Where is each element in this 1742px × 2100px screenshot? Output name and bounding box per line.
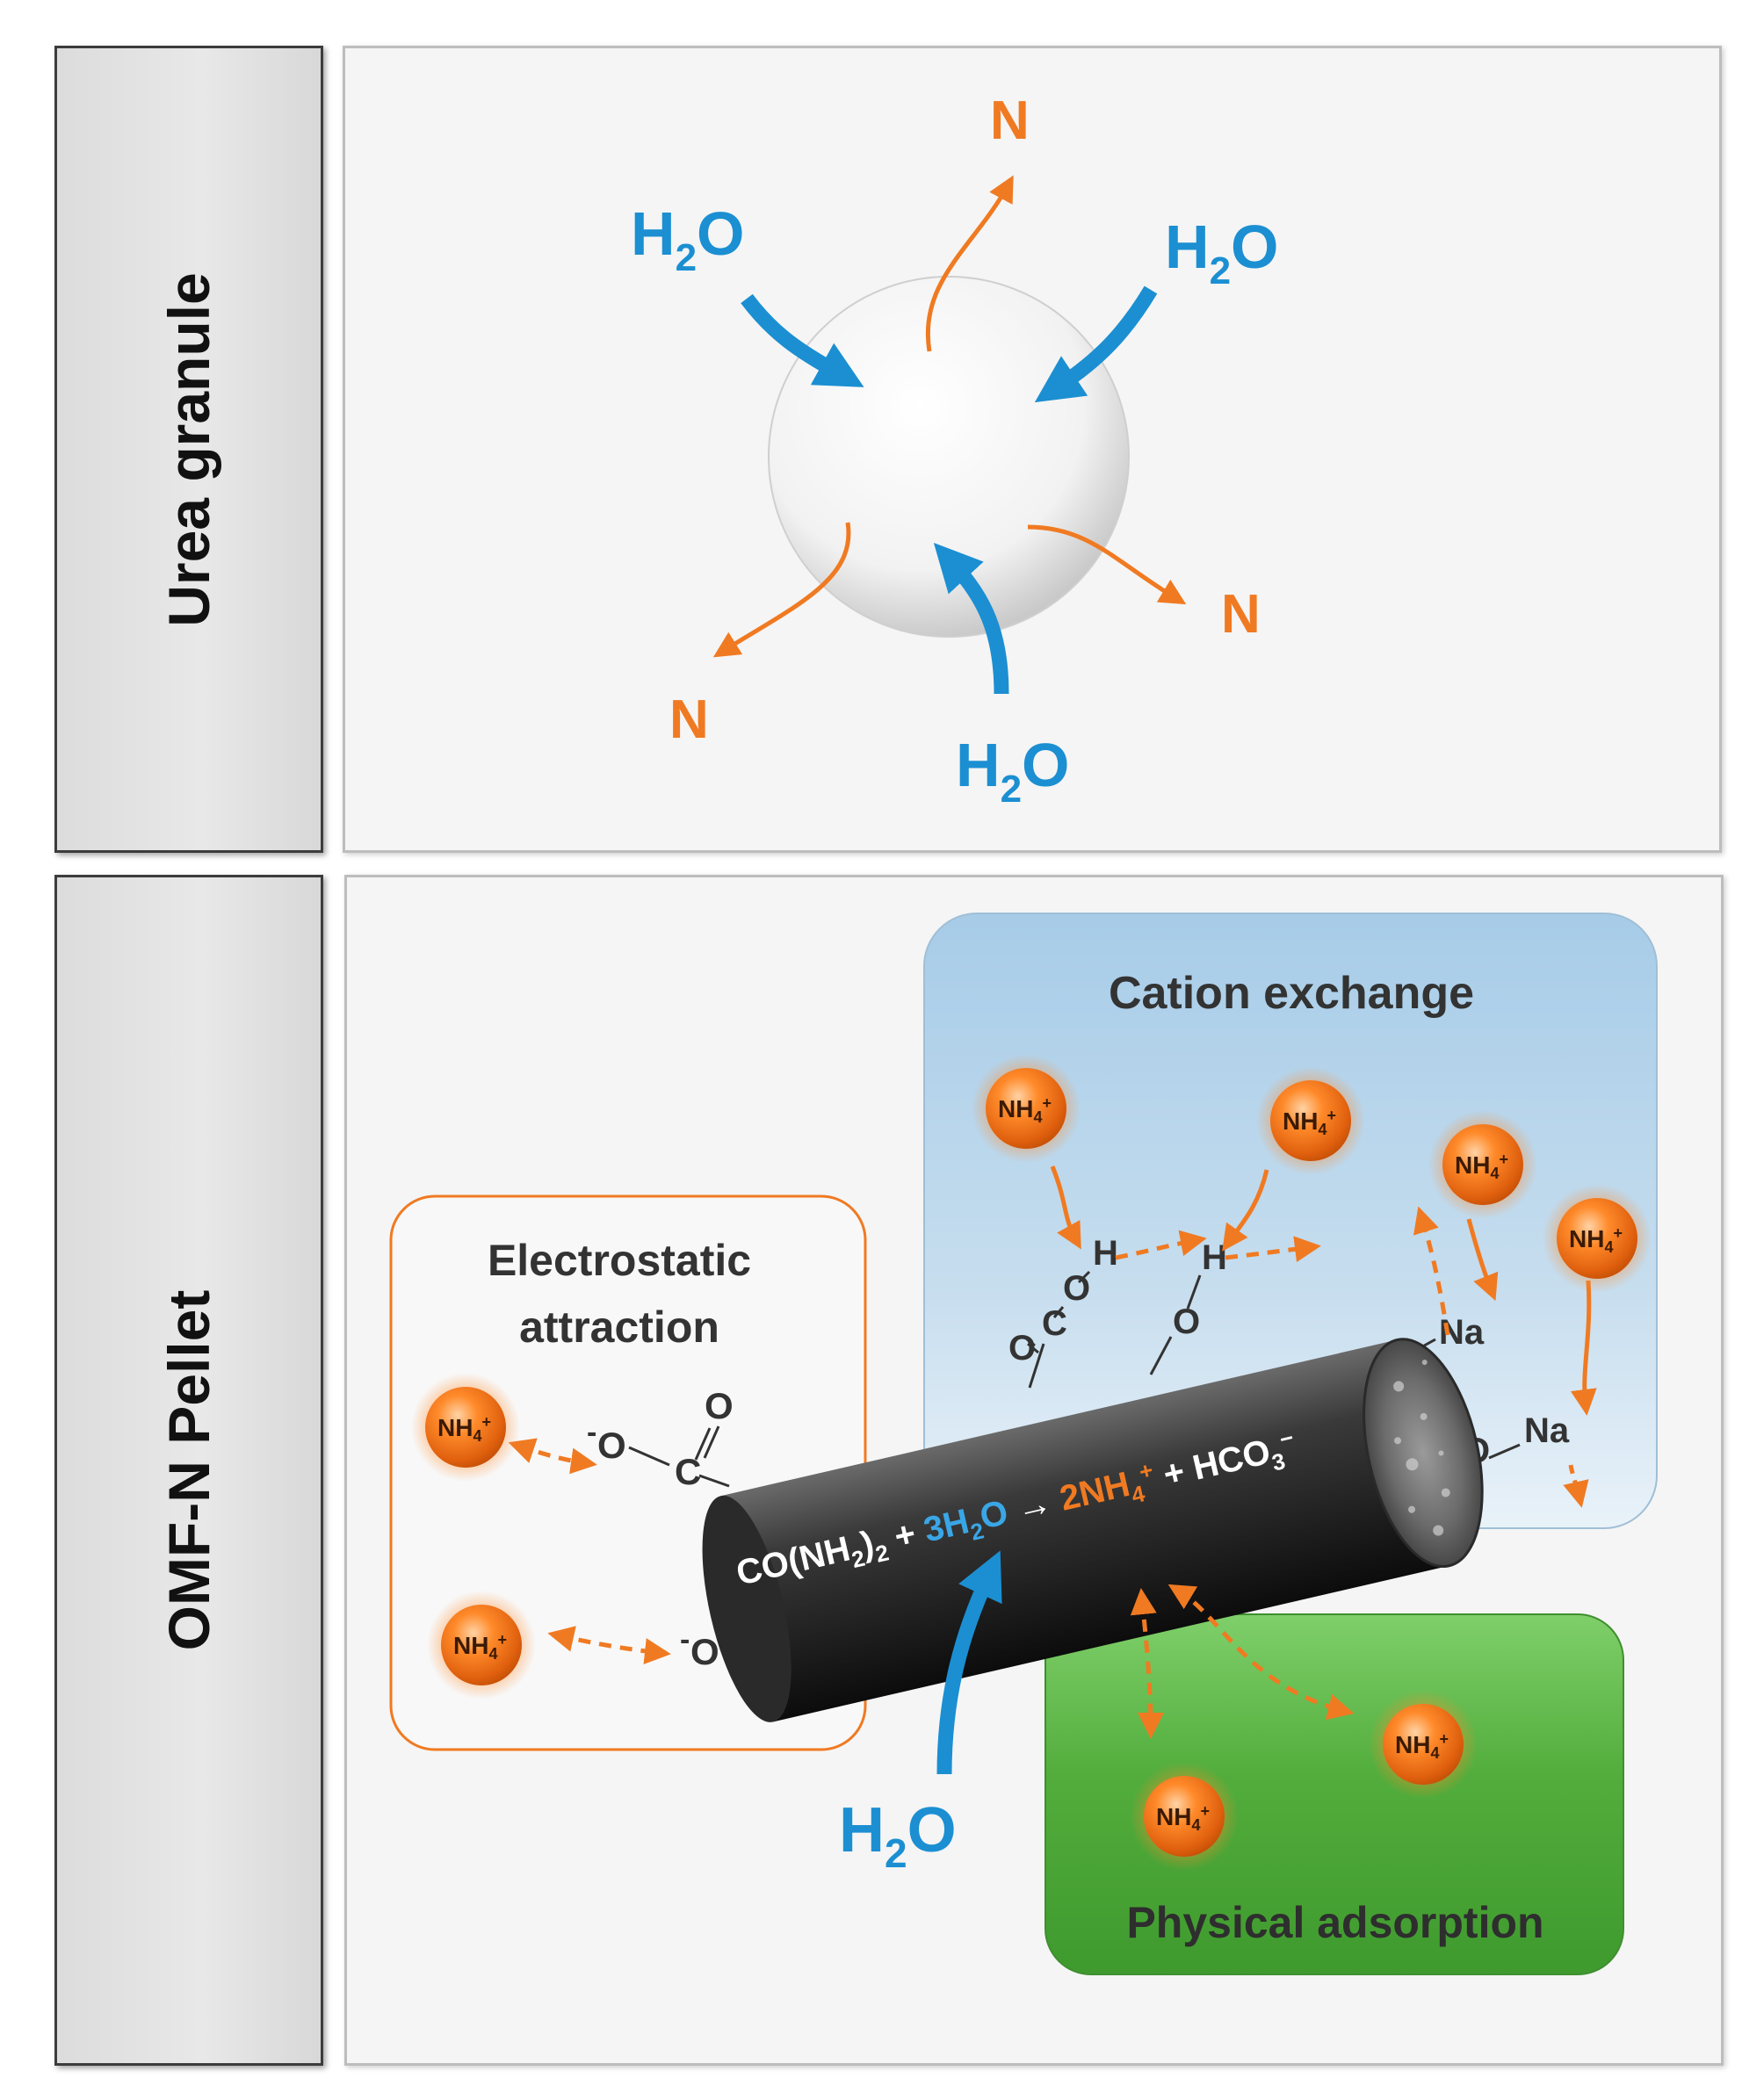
water-ingress-arrow — [933, 542, 1009, 695]
ammonium-ion-sphere — [1270, 1080, 1351, 1161]
physical-adsorption-arrow — [1130, 1588, 1164, 1739]
ammonium-ion-sphere — [1383, 1704, 1464, 1785]
nitrogen-label: N — [990, 90, 1030, 151]
phenol-hydrogen: H — [1202, 1238, 1227, 1277]
ammonium-ion: NH4+ — [1256, 1066, 1365, 1175]
water-label: H2O — [956, 731, 1070, 811]
electrostatic-title-line2: attraction — [519, 1303, 719, 1352]
physical-adsorption-title: Physical adsorption — [1126, 1898, 1543, 1947]
water-label: H2O — [631, 199, 745, 279]
nitrogen-label: N — [669, 689, 709, 750]
ammonium-ion-label: NH4+ — [998, 1094, 1052, 1126]
electrostatic-title-line1: Electrostatic — [488, 1236, 751, 1285]
ammonium-ion-label: NH4+ — [453, 1631, 507, 1663]
ammonium-ion-label: NH4+ — [1569, 1224, 1623, 1256]
negative-charge: - — [680, 1623, 690, 1656]
physical-adsorption-arrow — [1167, 1584, 1355, 1721]
nitrogen-release-arrow — [1027, 524, 1187, 605]
row-label-urea-granule: Urea granule — [54, 46, 323, 853]
phenolate-oxygen: O — [690, 1631, 719, 1672]
ammonium-ion: NH4+ — [1543, 1184, 1652, 1293]
phenol-oxygen: O — [1173, 1303, 1200, 1341]
cylinder-porous-end — [1363, 1338, 1484, 1569]
row-label-omf-n-pellet: OMF-N Pellet — [54, 875, 323, 2066]
electrostatic-groups: O - C O O - — [587, 1385, 744, 1672]
ammonium-ion: NH4+ — [1428, 1110, 1537, 1219]
urea-granule-scene: H2O H2O H2O N N N — [631, 90, 1279, 811]
nitrogen-release-arrow — [925, 175, 1014, 352]
carboxyl-carbon: C — [1042, 1304, 1067, 1343]
ammonium-ion-sphere — [1144, 1776, 1225, 1857]
omf-n-pellet-scene: Cation exchange Physical adsorption Elec… — [389, 913, 1658, 1975]
ammonium-ion: NH4+ — [1130, 1762, 1239, 1871]
negative-charge: - — [587, 1416, 596, 1449]
ammonium-ion-sphere — [1442, 1124, 1523, 1205]
ion-path-arrow — [1225, 1236, 1321, 1263]
carboxylate-double-oxygen: O — [705, 1385, 734, 1426]
ion-path-arrow — [1115, 1230, 1207, 1260]
nitrogen-label: N — [1221, 584, 1261, 645]
ion-path-arrow — [1222, 1169, 1269, 1252]
ammonium-ion-label: NH4+ — [1283, 1107, 1336, 1138]
water-ingress-arrow — [1034, 285, 1158, 403]
electrostatic-attraction-arrow — [547, 1626, 671, 1664]
ion-path-arrow — [1563, 1464, 1589, 1508]
nitrogen-release-arrow — [712, 522, 851, 658]
water-ingress-arrow — [936, 1550, 1002, 1775]
ammonium-ion-sphere — [425, 1387, 506, 1468]
biochar-cylinder — [702, 1338, 1484, 1722]
ammonium-ion-label: NH4+ — [437, 1413, 491, 1445]
ammonium-ion-sphere — [441, 1605, 522, 1685]
electrostatic-attraction-arrow — [508, 1438, 597, 1475]
cation-exchange-title: Cation exchange — [1109, 968, 1474, 1019]
water-ingress-arrow — [741, 293, 864, 387]
ammonium-ions: NH4+ NH4+ NH4+ NH4+ NH4+ NH4+ NH4+ NH4+ — [411, 1054, 1652, 1871]
ammonium-ion: NH4+ — [427, 1591, 536, 1699]
ion-path-arrow — [1050, 1165, 1081, 1250]
water-label: H2O — [1165, 213, 1279, 292]
water-label: H2O — [839, 1795, 957, 1876]
ammonium-ion-sphere — [986, 1068, 1066, 1149]
ammonium-ion-label: NH4+ — [1395, 1730, 1449, 1762]
hydroxyl-hydrogen: H — [1093, 1234, 1118, 1273]
ammonium-ion: NH4+ — [411, 1373, 520, 1482]
cylinder-left-end — [702, 1495, 791, 1722]
ion-path-arrow — [1466, 1218, 1499, 1302]
carboxylate-oxygen: O — [597, 1425, 626, 1466]
ion-path-arrow — [1570, 1280, 1597, 1416]
ion-migration-arrows — [508, 1165, 1597, 1739]
cylinder-body — [720, 1339, 1449, 1722]
ammonium-ion-label: NH4+ — [1455, 1151, 1508, 1182]
ammonium-ion-label: NH4+ — [1156, 1802, 1210, 1834]
ammonium-ion: NH4+ — [972, 1054, 1081, 1163]
porous-texture — [1393, 1360, 1450, 1536]
ammonium-ion: NH4+ — [1369, 1690, 1478, 1799]
sodium-label: Na — [1524, 1411, 1570, 1450]
ammonium-ion-sphere — [1557, 1198, 1637, 1279]
ion-path-arrow — [1413, 1206, 1450, 1336]
